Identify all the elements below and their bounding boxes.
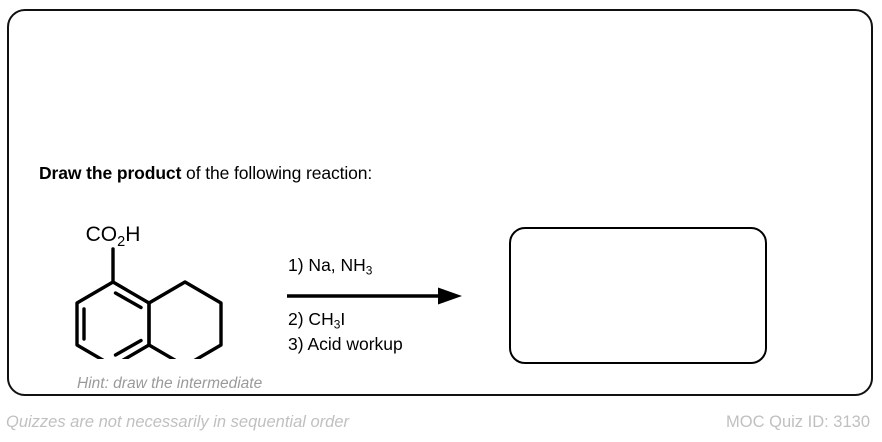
aromatic-ring-outline — [75, 280, 151, 359]
condition-3-number: 3) — [288, 334, 304, 354]
condition-2-reagent: CH — [303, 309, 334, 329]
question-prompt-rest: of the following reaction: — [181, 163, 373, 183]
condition-1-reagent: Na, NH — [303, 255, 366, 275]
condition-2-number: 2) — [288, 309, 304, 329]
reaction-condition-3: 3) Acid workup — [288, 334, 403, 355]
carboxyl-group-label: CO2H — [86, 223, 141, 250]
footer-note: Quizzes are not necessarily in sequentia… — [6, 413, 350, 431]
reaction-conditions-block: 1) Na, NH3 2) CH3I 3) Acid workup — [286, 251, 471, 366]
quiz-card: Draw the product of the following reacti… — [7, 9, 873, 396]
question-prompt-emphasis: Draw the product — [39, 163, 182, 183]
answer-drawing-box[interactable] — [509, 227, 767, 364]
cyclohexane-ring-outline — [147, 280, 223, 359]
right-arrow-icon — [287, 287, 462, 305]
hint-text: Hint: draw the intermediate — [77, 375, 263, 392]
condition-1-subscript: 3 — [365, 263, 373, 278]
condition-2-subscript: 3 — [333, 317, 341, 332]
reaction-condition-2: 2) CH3I — [288, 309, 345, 331]
reactant-structure: CO2H — [61, 219, 276, 359]
condition-1-number: 1) — [288, 255, 304, 275]
condition-2-reagent-post: I — [340, 309, 346, 329]
question-prompt: Draw the product of the following reacti… — [39, 163, 372, 184]
reaction-condition-1: 1) Na, NH3 — [288, 255, 372, 277]
quiz-id-label: MOC Quiz ID: 3130 — [726, 413, 870, 431]
aromatic-inner-bond-3 — [113, 338, 143, 357]
condition-3-reagent: Acid workup — [303, 334, 403, 354]
aromatic-inner-bond-1 — [113, 291, 143, 310]
